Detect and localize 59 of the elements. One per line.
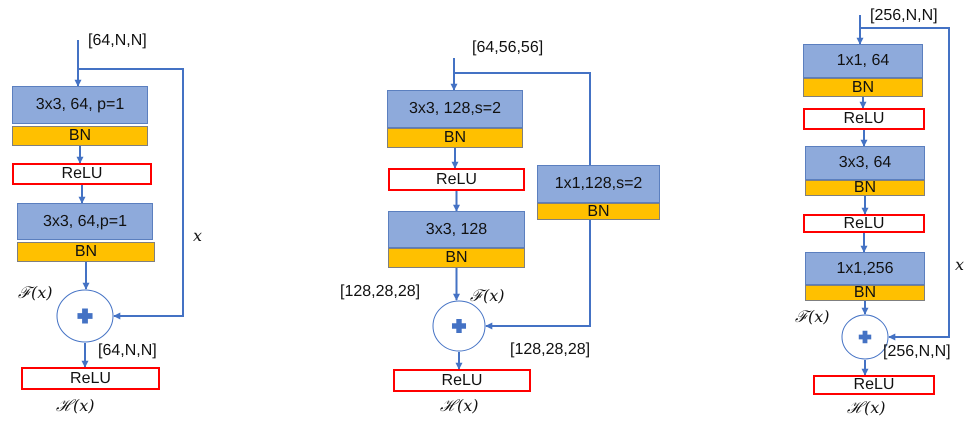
tensor-shape-label: [256,N,N] xyxy=(870,8,938,24)
relu-box: ReLU xyxy=(21,367,160,390)
tensor-shape-label: [128,28,28] xyxy=(510,342,590,358)
tensor-shape-label: [64,N,N] xyxy=(98,343,157,359)
function-label: ℋ(x) xyxy=(440,398,479,414)
arrow xyxy=(485,220,591,330)
arrow xyxy=(862,360,868,376)
function-label: ℱ(x) xyxy=(470,288,505,304)
relu-box: ReLU xyxy=(803,108,925,130)
conv-layer-box: 3x3, 128,s=2 xyxy=(387,90,523,128)
arrow xyxy=(862,196,868,215)
conv-layer-box: 1x1,128,s=2 xyxy=(537,165,660,203)
batch-norm-bar: BN xyxy=(388,248,525,268)
arrow xyxy=(860,130,868,147)
conv-layer-box: 3x3, 64 xyxy=(805,146,925,180)
arrow xyxy=(860,233,868,253)
relu-box: ReLU xyxy=(393,369,531,392)
arrow xyxy=(450,58,458,91)
conv-layer-box: 3x3, 128 xyxy=(388,211,525,248)
arrow xyxy=(78,185,86,204)
tensor-shape-label: [64,56,56] xyxy=(472,40,544,56)
arrow xyxy=(76,146,84,164)
batch-norm-bar: BN xyxy=(805,180,925,196)
relu-box: ReLU xyxy=(388,168,525,191)
batch-norm-bar: BN xyxy=(537,203,660,220)
arrow xyxy=(452,148,458,169)
arrow xyxy=(78,68,184,320)
arrow xyxy=(453,191,460,212)
function-label: ℱ(x) xyxy=(795,309,830,325)
batch-norm-bar: BN xyxy=(12,126,148,146)
arrow xyxy=(856,15,864,45)
conv-layer-box: 3x3, 64,p=1 xyxy=(17,203,153,240)
connector-line xyxy=(454,72,591,165)
skip-label: x xyxy=(193,228,202,244)
relu-box: ReLU xyxy=(813,375,935,395)
conv-layer-box: 3x3, 64, p=1 xyxy=(12,86,148,124)
conv-layer-box: 1x1,256 xyxy=(805,252,925,285)
tensor-shape-label: [128,28,28] xyxy=(340,284,420,300)
function-label: ℱ(x) xyxy=(18,285,53,301)
function-label: ℋ(x) xyxy=(56,398,95,414)
arrow xyxy=(453,268,460,301)
arrow xyxy=(82,262,90,290)
relu-box: ReLU xyxy=(12,163,152,185)
tensor-shape-label: [64,N,N] xyxy=(88,33,147,49)
batch-norm-bar: BN xyxy=(803,78,923,97)
arrow xyxy=(74,40,82,87)
conv-layer-box: 1x1, 64 xyxy=(803,44,923,78)
arrow xyxy=(82,343,88,368)
arrow xyxy=(862,301,868,315)
skip-label: x xyxy=(955,257,964,273)
arrow xyxy=(456,352,462,370)
arrow xyxy=(860,97,866,109)
relu-box: ReLU xyxy=(803,214,925,233)
batch-norm-bar: BN xyxy=(17,242,155,262)
arrow xyxy=(860,27,950,340)
batch-norm-bar: BN xyxy=(805,285,925,301)
tensor-shape-label: [256,N,N] xyxy=(883,344,951,360)
function-label: ℋ(x) xyxy=(847,400,886,416)
batch-norm-bar: BN xyxy=(387,128,523,148)
